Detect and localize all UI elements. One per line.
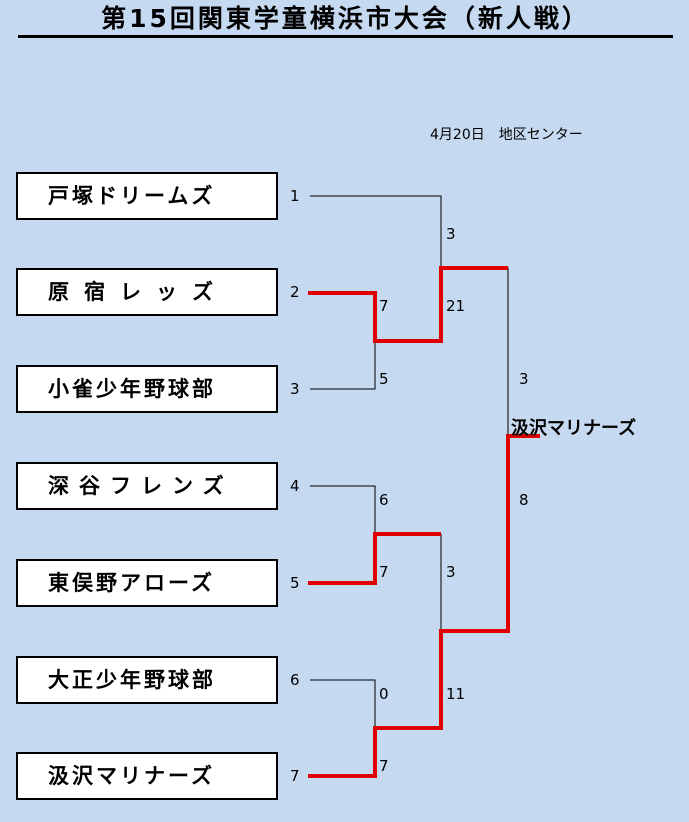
seed-number: 5 (290, 574, 300, 592)
team-box-4: 深谷フレンズ (16, 462, 278, 510)
page-title: 第15回関東学童横浜市大会（新人戦） (101, 4, 590, 33)
seed-number: 3 (290, 380, 300, 398)
event-info: 4月20日 地区センター (430, 127, 583, 143)
win-line-team2 (308, 266, 508, 343)
seed-number: 6 (290, 671, 300, 689)
title-underline (18, 35, 673, 38)
score: 0 (379, 685, 389, 703)
team-box-1: 戸塚ドリームズ (16, 172, 278, 220)
team-box-7: 汲沢マリナーズ (16, 752, 278, 800)
seed-number: 2 (290, 283, 300, 301)
team-name: 小雀少年野球部 (48, 377, 216, 401)
score: 7 (379, 563, 389, 581)
score: 3 (519, 370, 529, 388)
win-line-team7 (308, 434, 540, 778)
seed-number: 1 (290, 187, 300, 205)
score: 5 (379, 370, 389, 388)
team-name: 戸塚ドリームズ (48, 184, 216, 208)
line-team3 (310, 341, 376, 390)
line-sf-top-final (441, 267, 509, 436)
score: 8 (519, 491, 529, 509)
team-name: 東俣野アローズ (48, 571, 215, 595)
team-box-2: 原宿レッズ (16, 268, 278, 316)
seed-number: 4 (290, 477, 300, 495)
score: 7 (379, 297, 389, 315)
line-team1 (310, 195, 442, 268)
score: 3 (446, 225, 456, 243)
team-name: 原宿レッズ (48, 280, 228, 304)
line-team6 (310, 679, 376, 728)
seed-number: 7 (290, 767, 300, 785)
win-line-team5 (308, 532, 441, 585)
score: 21 (446, 297, 466, 315)
line-team4 (310, 485, 376, 534)
team-name: 大正少年野球部 (48, 668, 216, 692)
score: 7 (379, 757, 389, 775)
team-name: 汲沢マリナーズ (48, 764, 215, 788)
score: 6 (379, 491, 389, 509)
champion-label: 汲沢マリナーズ (511, 418, 637, 439)
team-box-5: 東俣野アローズ (16, 559, 278, 607)
team-box-3: 小雀少年野球部 (16, 365, 278, 413)
score: 3 (446, 563, 456, 581)
score: 11 (446, 685, 466, 703)
team-name: 深谷フレンズ (48, 474, 234, 498)
team-box-6: 大正少年野球部 (16, 656, 278, 704)
